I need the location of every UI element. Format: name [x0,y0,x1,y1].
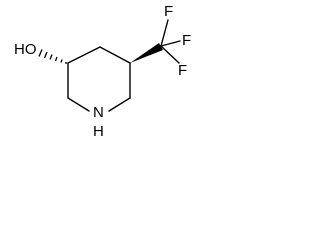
fluorine-label-right: F [182,32,191,49]
bond-n-c2 [67,97,90,112]
bond-c-f2 [160,40,181,47]
molecule-structure: HO N H F F F [14,3,191,140]
ring-bonds [67,46,131,112]
bond-c6-n [108,97,131,112]
bond-c3-c4 [67,46,101,64]
fluorine-label-bottom: F [178,62,187,79]
bond-c4-c5 [99,46,131,64]
nitrogen-label: N [93,104,104,121]
cf3-bonds [160,19,181,64]
bold-wedge-bond-c5-cf3 [130,43,163,63]
fluorine-label-top: F [164,3,173,20]
bond-c-f1 [160,19,169,47]
bond-c-f3 [160,45,180,64]
nitrogen-hydrogen-label: H [93,123,104,140]
hydroxyl-label: HO [14,41,37,58]
hashed-wedge-bond-c3-oh [38,49,67,64]
